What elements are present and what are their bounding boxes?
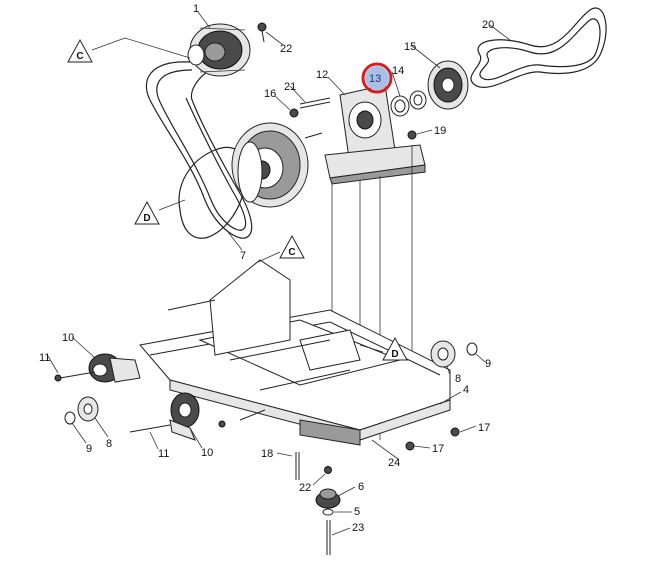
part-label-22b: 22 (299, 482, 311, 494)
belt-c (145, 61, 253, 239)
part-label-12: 12 (316, 69, 328, 81)
part-label-13: 13 (369, 73, 381, 85)
mount-6 (315, 488, 341, 509)
spacer-8-left (77, 396, 99, 422)
belt-20-inner (479, 18, 601, 81)
part-number-labels: 1 22 20 15 12 13 14 21 16 19 7 10 11 8 9… (39, 3, 494, 534)
bolt-18 (295, 452, 300, 480)
pulley-15 (427, 60, 469, 110)
idler-10-bottom (169, 392, 200, 441)
part-label-22: 22 (280, 43, 292, 55)
ref-triangle-c-top: C (67, 37, 191, 63)
part-label-1: 1 (193, 3, 199, 15)
svg-text:D: D (391, 349, 398, 360)
bolt-19 (407, 130, 417, 140)
part-label-23: 23 (352, 522, 364, 534)
ref-triangle-c-mid: C (257, 234, 305, 263)
idler-10-left (88, 353, 141, 383)
bearing-housing (324, 84, 426, 185)
part-label-16: 16 (264, 88, 276, 100)
bolt-short (304, 132, 323, 139)
bolt-11-bottom (129, 424, 171, 433)
part-label-11a: 11 (39, 352, 50, 364)
ref-triangle-d-mid: D (359, 336, 408, 361)
spacer-8-right (430, 340, 456, 368)
alternator (187, 23, 251, 77)
ref-triangle-d-left: D (134, 199, 186, 225)
part-label-10b: 10 (201, 447, 213, 459)
bolt-11-head (54, 374, 62, 382)
highlight-part-13 (361, 62, 393, 94)
part-label-17a: 17 (478, 422, 490, 434)
frame-bolt (239, 409, 266, 421)
bolt-11-left (59, 371, 96, 379)
washer-9-right (466, 342, 478, 356)
bolt-21 (299, 97, 331, 109)
part-label-11b: 11 (158, 448, 169, 460)
frame-bolt (167, 299, 216, 311)
washer-13 (409, 90, 427, 110)
part-label-17b: 17 (432, 443, 444, 455)
part-label-8a: 8 (106, 438, 112, 450)
bolt-17-a (405, 441, 415, 451)
part-label-15: 15 (404, 41, 416, 53)
part-label-7: 7 (240, 250, 246, 262)
belt-c-inner (156, 69, 247, 231)
svg-text:C: C (76, 51, 83, 62)
bolt-17-b (450, 427, 460, 437)
part-label-4: 4 (463, 384, 469, 396)
nut-22-bottom (324, 466, 332, 474)
part-label-5: 5 (354, 506, 360, 518)
washer-9-left (64, 411, 76, 425)
svg-text:D: D (143, 213, 150, 224)
part-label-18: 18 (261, 448, 273, 460)
part-label-24: 24 (388, 457, 400, 469)
part-label-8b: 8 (455, 373, 461, 385)
drive-pulley (231, 122, 309, 208)
part-label-9a: 9 (86, 443, 92, 455)
bolt-22-top (257, 22, 267, 43)
washer-5 (322, 508, 334, 516)
part-label-10a: 10 (62, 332, 74, 344)
part-label-9b: 9 (485, 358, 491, 370)
nut-16 (289, 108, 299, 118)
part-label-19: 19 (434, 125, 446, 137)
part-label-20: 20 (482, 19, 494, 31)
belt-20 (470, 7, 607, 88)
part-label-14: 14 (392, 65, 404, 77)
seal-14 (390, 95, 410, 117)
leader-lines (47, 11, 511, 536)
bolt-23 (326, 520, 331, 555)
svg-text:C: C (288, 247, 295, 258)
part-label-6: 6 (358, 481, 364, 493)
part-label-21: 21 (284, 81, 296, 93)
frame-nut (218, 420, 226, 428)
